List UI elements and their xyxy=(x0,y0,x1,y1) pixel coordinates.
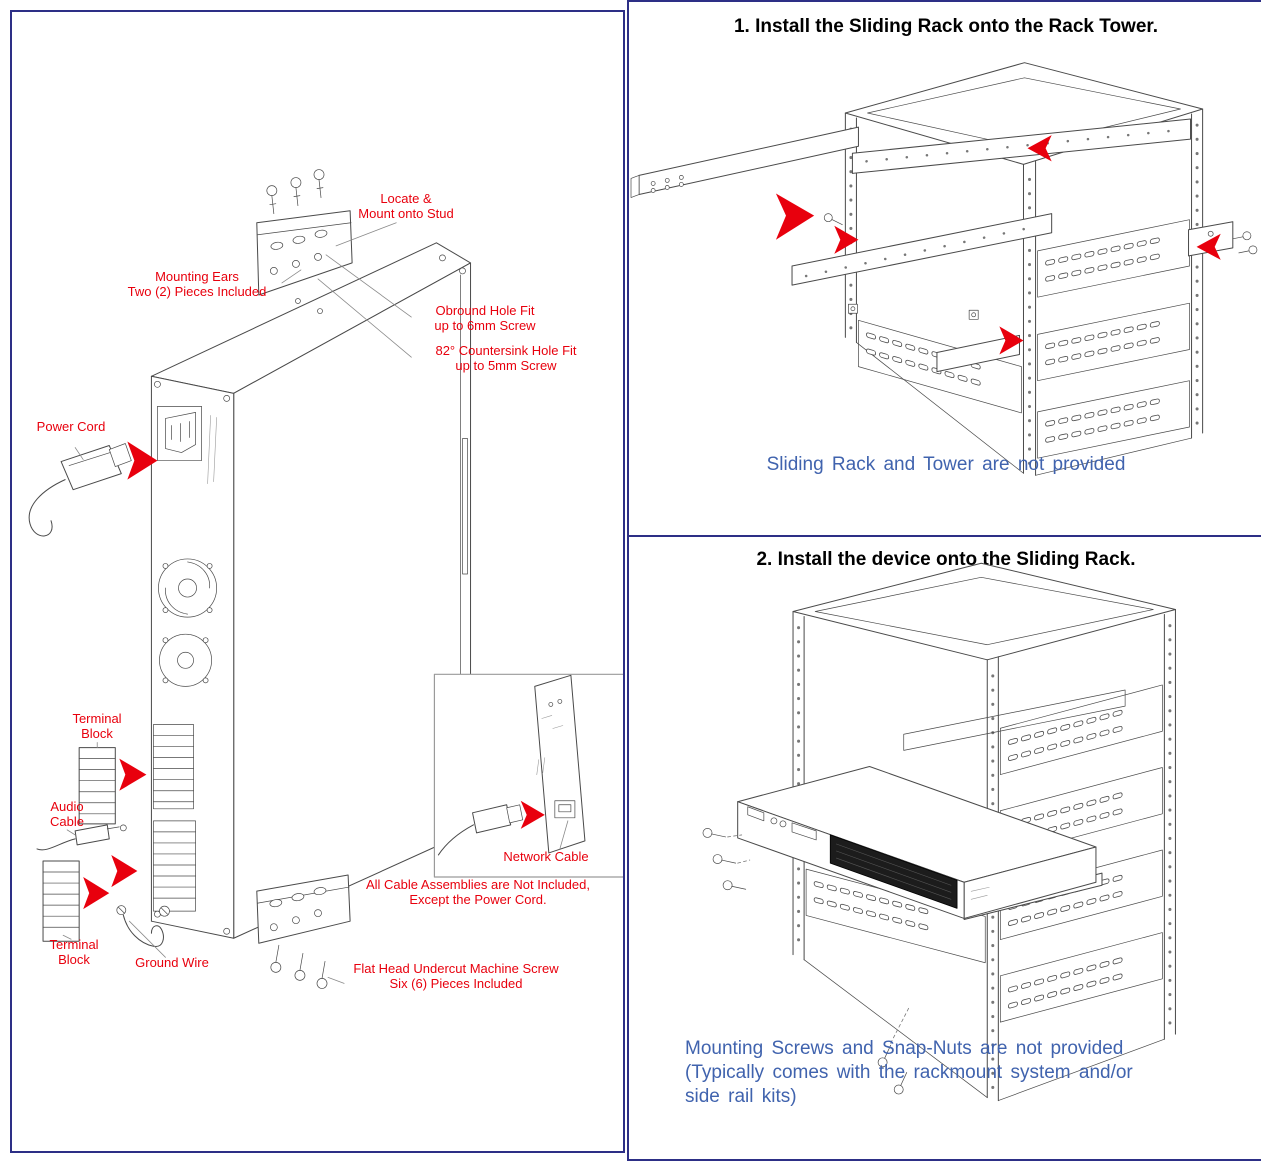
device-terminal-blocks xyxy=(153,724,196,917)
step2-note: Mounting Screws and Snap-Nuts are not pr… xyxy=(685,1038,1133,1107)
step1-note: Sliding Rack and Tower are not provided xyxy=(766,454,1126,475)
audio-cable-illustration xyxy=(36,824,138,888)
terminal-block-upper-illustration xyxy=(78,747,147,825)
power-inlet xyxy=(157,406,202,461)
rack-hardware xyxy=(823,213,1258,320)
device-body xyxy=(150,242,472,939)
step1-panel: 1. Install the Sliding Rack onto the Rac… xyxy=(627,0,1261,540)
step1-title: 1. Install the Sliding Rack onto the Rac… xyxy=(733,16,1159,37)
sliding-rails xyxy=(630,118,1234,373)
red-arrow-bracket-right xyxy=(1196,233,1221,260)
label-locate-mount-onto-stud: Locate & Mount onto Stud xyxy=(358,191,454,221)
network-detail-inset xyxy=(433,673,623,878)
red-arrow-rail-left-small xyxy=(834,225,859,254)
red-arrow-crossbar xyxy=(1027,135,1052,162)
step2-panel: 2. Install the device onto the Sliding R… xyxy=(627,535,1261,1161)
mounting-ear-bottom xyxy=(256,874,351,944)
rack-tower-illustration-step2 xyxy=(702,562,1176,1102)
mounting-screws-step2 xyxy=(702,828,910,1095)
red-arrow-audio xyxy=(111,854,138,888)
label-mounting-ears: Mounting Ears Two (2) Pieces Included xyxy=(127,269,267,299)
ground-wire-illustration xyxy=(116,905,164,947)
terminal-block-lower-illustration xyxy=(42,860,110,942)
flat-head-screws xyxy=(270,944,328,989)
fan-grilles xyxy=(158,558,217,687)
stud-screws xyxy=(266,169,325,215)
red-arrow-terminal-upper xyxy=(119,758,147,791)
label-audio-cable: Audio Cable xyxy=(50,799,84,829)
label-power-cord: Power Cord xyxy=(36,419,106,434)
label-cable-note: All Cable Assemblies are Not Included, E… xyxy=(365,877,590,907)
label-flat-head-screw: Flat Head Undercut Machine Screw Six (6)… xyxy=(353,961,559,991)
step2-title: 2. Install the device onto the Sliding R… xyxy=(756,549,1136,570)
device-assembly-panel: Locate & Mount onto Stud Mounting Ears T… xyxy=(10,10,625,1153)
label-terminal-block-upper: Terminal Block xyxy=(72,711,122,741)
power-cord-illustration xyxy=(28,441,158,537)
label-obround-hole: Obround Hole Fit up to 6mm Screw xyxy=(434,303,536,333)
leader-lines xyxy=(62,222,569,984)
red-arrow-network xyxy=(520,800,545,829)
red-arrow-rail-lower xyxy=(999,326,1024,355)
label-network-cable: Network Cable xyxy=(503,849,589,864)
label-terminal-block-lower: Terminal Block xyxy=(49,937,99,967)
red-arrow-rail-left-big xyxy=(775,193,815,240)
red-arrow-power-cord xyxy=(127,441,158,480)
label-countersink-hole: 82° Countersink Hole Fit up to 5mm Screw xyxy=(435,343,577,373)
label-ground-wire: Ground Wire xyxy=(135,955,209,970)
mounting-ear-top xyxy=(256,210,353,296)
device-assembly-illustration xyxy=(28,169,623,989)
insertion-arrows-step1 xyxy=(775,135,1221,355)
rack-tower-illustration-step1 xyxy=(630,62,1258,476)
device-illustration-step2 xyxy=(737,765,1103,920)
red-arrow-terminal-lower xyxy=(83,877,110,910)
